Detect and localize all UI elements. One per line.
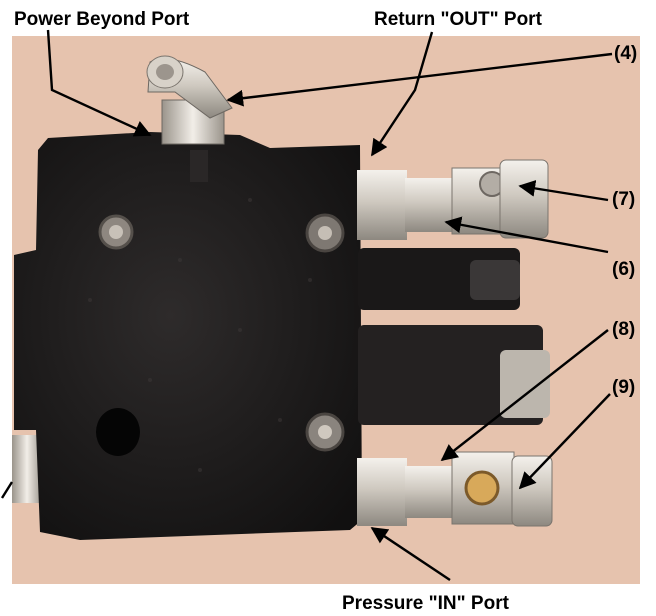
bolt-heads <box>96 213 345 456</box>
arrow-8 <box>440 329 609 462</box>
arrow-4 <box>226 52 613 107</box>
valve-body <box>14 132 362 540</box>
callout-6: (6) <box>612 259 636 280</box>
callout-8: (8) <box>612 319 636 340</box>
upper-fitting-assembly <box>357 159 549 240</box>
arrow-power-beyond <box>46 29 152 137</box>
arrow-7 <box>518 180 609 202</box>
label-pressure-in-port: Pressure "IN" Port <box>342 593 509 614</box>
arrow-9 <box>518 393 611 490</box>
label-power-beyond-port: Power Beyond Port <box>14 9 190 30</box>
arrow-6 <box>444 216 609 254</box>
arrow-return-out <box>370 31 434 157</box>
callout-9: (9) <box>612 377 636 398</box>
valve-spools <box>358 248 550 425</box>
lower-fitting-assembly <box>357 451 553 527</box>
arrow-pressure-in <box>370 527 451 581</box>
callout-4: (4) <box>614 43 638 64</box>
top-elbow-fitting <box>146 55 233 182</box>
label-return-out-port: Return "OUT" Port <box>374 9 542 30</box>
arrow-left-edge <box>0 481 14 499</box>
callout-7: (7) <box>612 189 636 210</box>
callout-arrows <box>0 29 613 581</box>
